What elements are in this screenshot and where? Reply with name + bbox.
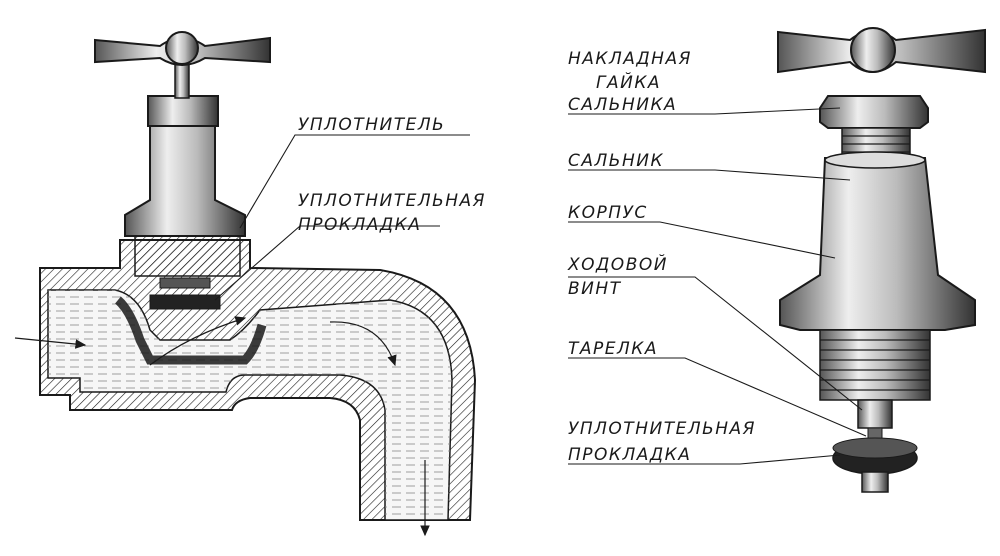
spindle [174, 61, 190, 99]
label-gasket-right-line1: УПЛОТНИТЕЛЬНАЯ [568, 419, 756, 439]
label-disc: ТАРЕЛКА [568, 339, 658, 359]
leader-seal [239, 134, 470, 229]
inner-partition [114, 296, 267, 365]
valve-disc [159, 277, 211, 289]
leader-gasket-right [568, 454, 841, 465]
label-gasket-line2: ПРОКЛАДКА [298, 215, 421, 235]
label-screw-line2: ВИНТ [568, 279, 622, 299]
leader-screw [568, 276, 863, 411]
cap-nut [819, 95, 929, 129]
label-gland: САЛЬНИК [568, 151, 664, 171]
flow-arrow-spout [329, 321, 397, 367]
lead-screw [857, 399, 893, 429]
leader-nut [568, 107, 841, 115]
valve-body [779, 157, 976, 331]
gland-nut [147, 95, 219, 127]
leader-gasket [214, 225, 440, 301]
left-faucet-section: УПЛОТНИТЕЛЬ УПЛОТНИТЕЛЬНАЯ ПРОКЛАДКА [14, 31, 486, 537]
gasket-nut [861, 471, 889, 493]
right-valve-exploded: НАКЛАДНАЯ ГАЙКА САЛЬНИКА САЛЬНИК КОРПУС … [567, 27, 986, 493]
label-nut-line1: НАКЛАДНАЯ [568, 49, 692, 69]
valve-bonnet [124, 124, 246, 237]
valve-thread [134, 235, 241, 277]
leader-gland [568, 169, 851, 181]
label-body: КОРПУС [568, 203, 648, 223]
label-nut-line3: САЛЬНИКА [568, 95, 677, 115]
leader-disc [568, 357, 867, 437]
label-seal: УПЛОТНИТЕЛЬ [298, 115, 445, 135]
valve-gasket [149, 294, 221, 310]
flow-arrow-up [149, 316, 247, 366]
body-thread [819, 329, 931, 401]
label-gasket-right-line2: ПРОКЛАДКА [568, 445, 691, 465]
label-nut-line2: ГАЙКА [596, 71, 661, 93]
label-screw-line1: ХОДОВОЙ [567, 253, 668, 275]
label-gasket-line1: УПЛОТНИТЕЛЬНАЯ [298, 191, 486, 211]
flow-arrow-in [14, 337, 87, 349]
leader-body [568, 221, 836, 259]
